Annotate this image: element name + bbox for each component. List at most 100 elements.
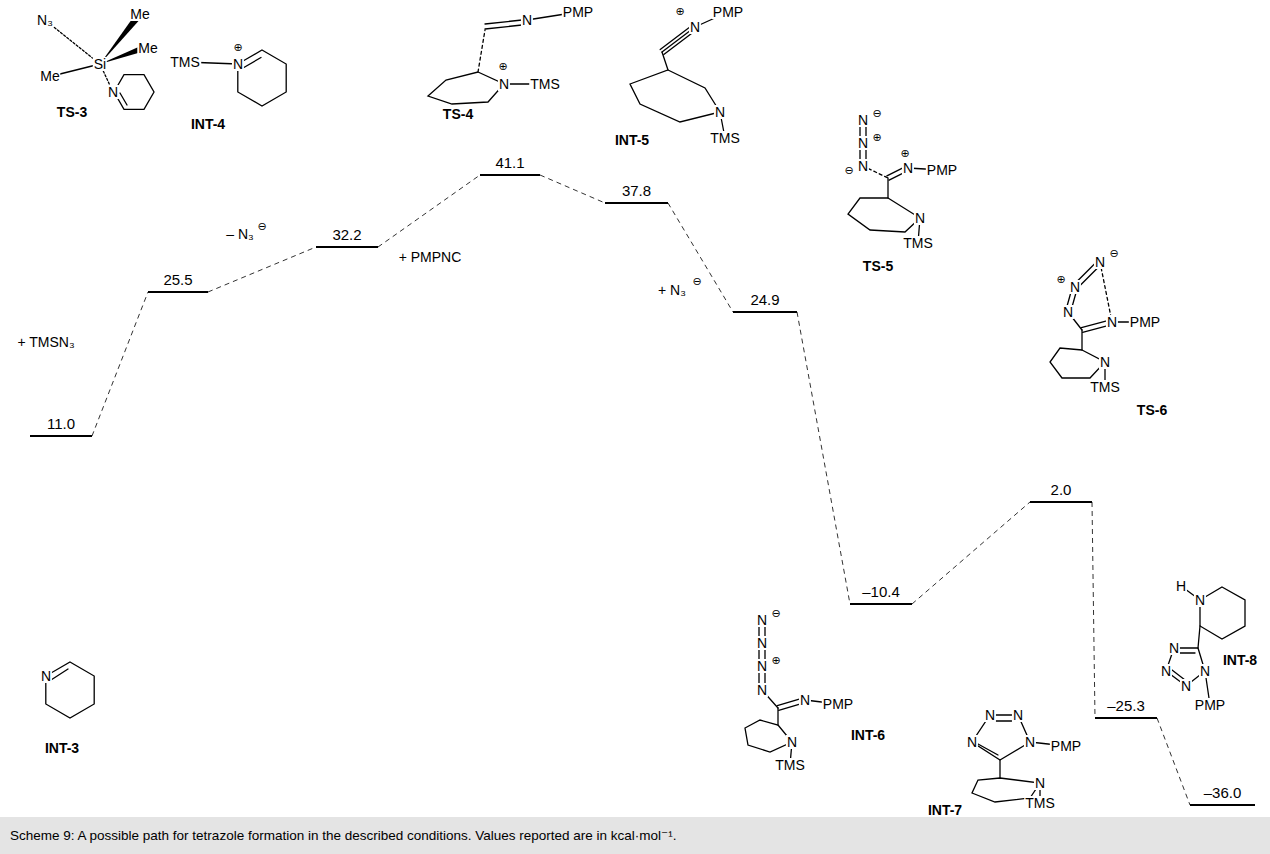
charge-sign: ⊕	[498, 61, 507, 72]
structure-label: TS-4	[442, 107, 474, 121]
energy-value: 32.2	[330, 226, 363, 243]
bond-line	[428, 72, 504, 104]
atom-label: N	[1099, 355, 1111, 369]
atom-label: N	[1034, 776, 1046, 790]
structure-label: INT-4	[190, 117, 226, 131]
scheme-caption: Scheme 9: A possible path for tetrazole …	[0, 817, 1270, 854]
structure-label: TS-5	[862, 259, 894, 273]
reagent-label: + N₃	[657, 283, 687, 297]
bond-line	[978, 744, 998, 755]
bond-line	[745, 720, 792, 752]
bond-line	[485, 25, 522, 29]
bond-line	[1200, 587, 1245, 639]
charge-sign: ⊖	[771, 608, 780, 619]
charge-sign: ⊕	[233, 42, 242, 53]
bond-line	[485, 20, 522, 24]
energy-value: 41.1	[493, 154, 526, 171]
atom-label: N	[984, 708, 996, 722]
reagent-label: – N₃	[225, 227, 255, 241]
atom-label: N	[756, 613, 768, 627]
atom-label: TMS	[1089, 380, 1121, 394]
energy-connector	[1092, 502, 1095, 718]
bond-line	[662, 52, 668, 70]
atom-label: N	[498, 77, 510, 91]
energy-level: –36.0	[1190, 784, 1255, 806]
charge-sign: ⊖	[1109, 248, 1118, 259]
atom-label: N	[1062, 305, 1074, 319]
energy-connector	[92, 292, 148, 436]
atom-label: PMP	[562, 5, 594, 19]
atom-label: N	[689, 20, 701, 34]
atom-label: N	[1180, 679, 1192, 693]
atom-label: N₃	[36, 13, 54, 27]
bond-line	[630, 70, 720, 122]
bond-line	[120, 93, 127, 105]
atom-label: N	[1194, 593, 1206, 607]
energy-level: 41.1	[480, 154, 540, 176]
bond-line	[1081, 330, 1082, 350]
bond-line	[51, 669, 68, 680]
energy-value: –36.0	[1202, 784, 1244, 801]
atom-label: Me	[39, 69, 60, 83]
atom-label: N	[107, 85, 119, 99]
bond-line	[1198, 626, 1200, 648]
energy-level: –25.3	[1095, 697, 1157, 719]
energy-level: 25.5	[148, 271, 208, 293]
atom-label: TMS	[529, 77, 561, 91]
atom-label: N	[521, 13, 533, 27]
energy-value: 37.8	[620, 182, 653, 199]
atom-label: N	[756, 659, 768, 673]
atom-label: Me	[137, 41, 158, 55]
atom-label: N	[1199, 664, 1211, 678]
bond-line	[46, 662, 94, 718]
atom-label: N	[1069, 280, 1081, 294]
charge-sign: ⊕	[771, 655, 780, 666]
atom-label: N	[857, 113, 869, 127]
atom-label: N	[786, 735, 798, 749]
bond-line	[887, 178, 888, 198]
atom-label: TMS	[709, 131, 741, 145]
int6-structure	[745, 620, 838, 765]
bond-line	[238, 50, 286, 106]
bond-line	[999, 760, 1000, 778]
charge-sign: ⊕	[872, 132, 881, 143]
atom-label: N	[1160, 664, 1172, 678]
energy-level: 24.9	[733, 291, 797, 313]
ts3-structure	[45, 12, 154, 109]
bond-line	[243, 58, 261, 69]
atom-label: N	[756, 683, 768, 697]
charge-sign: ⊖	[692, 276, 701, 287]
atom-label: N	[1094, 255, 1106, 269]
energy-level: –10.4	[850, 583, 912, 605]
atom-label: H	[1175, 579, 1187, 593]
int7-structure	[972, 715, 1066, 803]
atom-label: N	[232, 57, 244, 71]
atom-label: TMS	[902, 236, 934, 250]
atom-label: Me	[129, 7, 150, 21]
structure-label: INT-6	[850, 728, 886, 742]
atom-label: PMP	[712, 5, 744, 19]
bond-line	[1180, 652, 1195, 653]
energy-value: –25.3	[1105, 697, 1147, 714]
charge-sign: ⊖	[872, 108, 881, 119]
charge-sign: ⊕	[900, 148, 909, 159]
energy-connector	[540, 175, 605, 203]
energy-connector	[797, 312, 850, 604]
int5-structure	[630, 12, 728, 138]
bond-line	[777, 708, 778, 725]
atom-label: N	[1106, 315, 1118, 329]
atom-label: N	[714, 105, 726, 119]
structure-label: INT-3	[44, 741, 80, 755]
atom-label: N	[1012, 708, 1024, 722]
ts4-structure	[428, 12, 578, 104]
charge-sign: ⊕	[1056, 274, 1065, 285]
atom-label: PMP	[926, 163, 958, 177]
int8-structure	[1166, 586, 1245, 705]
structure-label: INT-8	[1222, 653, 1258, 667]
energy-connector	[1157, 718, 1190, 805]
charge-sign: ⊖	[844, 165, 853, 176]
atom-label: N	[902, 161, 914, 175]
bond-line	[848, 198, 920, 232]
energy-level: 2.0	[1030, 481, 1092, 503]
